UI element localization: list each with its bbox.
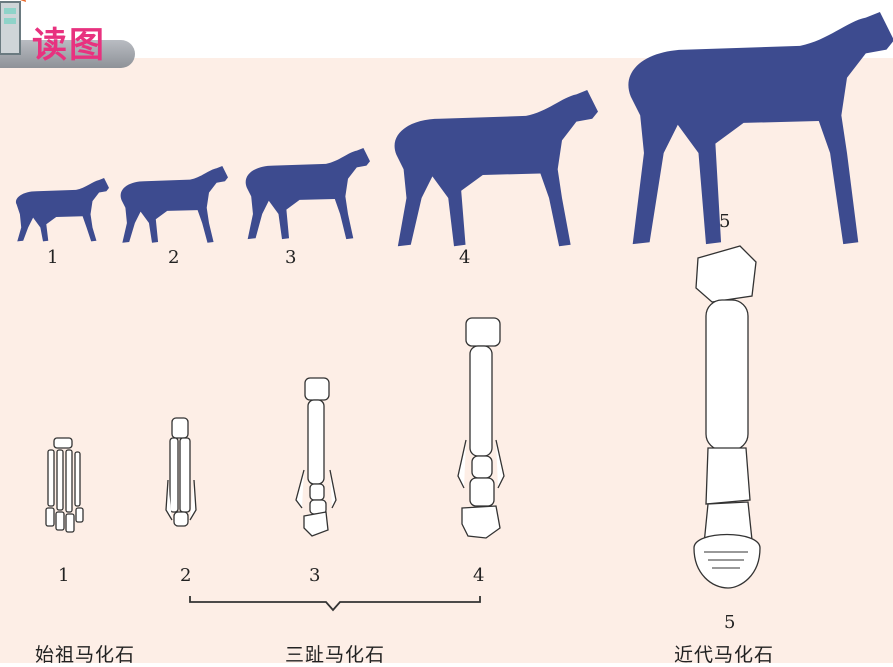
- fossil-foot-1: [46, 438, 83, 532]
- fossil-foot-3: [296, 378, 336, 536]
- fossil-label-1: 1: [58, 565, 69, 586]
- fossil-foot-5: [694, 246, 760, 588]
- fossil-label-2: 2: [180, 565, 191, 586]
- fossil-foot-2: [166, 418, 196, 526]
- grouping-brace: [190, 596, 480, 610]
- fossil-label-3: 3: [309, 565, 320, 586]
- fossil-label-5: 5: [724, 612, 735, 633]
- fossil-label-4: 4: [473, 565, 484, 586]
- fossil-foot-4: [458, 318, 504, 538]
